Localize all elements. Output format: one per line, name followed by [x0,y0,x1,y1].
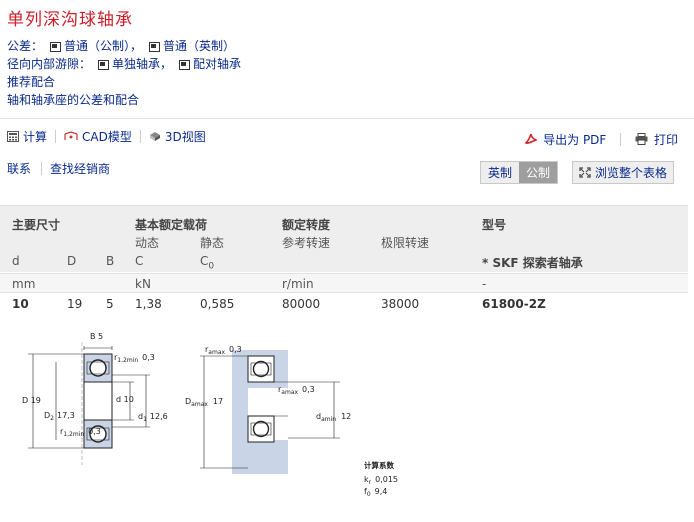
header-designation: 型号 [482,218,507,232]
units-row: mm kN r/min - [0,273,688,293]
cell-B: 5 [106,297,114,311]
print-label: 打印 [653,133,678,147]
spec-links: 公差：普通（公制），普通（英制） 径向内部游隙：单独轴承，配对轴承 推荐配合 轴… [7,37,241,109]
cell-limit-speed: 38000 [381,297,420,311]
table-header: 主要尺寸 基本额定载荷 额定转度 型号 动态 静态 参考转速 极限转速 d D … [0,205,688,272]
printer-icon [635,133,648,145]
expand-icon [579,167,591,178]
unit-rmin: r/min [282,277,314,291]
cell-ref-speed: 80000 [282,297,321,311]
separator [41,162,43,175]
view-3d-button[interactable]: 3D视图 [149,128,206,145]
unit-switch: 英制 公制 [480,161,559,184]
unit-mm: mm [12,277,36,291]
label-d: d 10 [116,395,134,404]
cell-C: 1,38 [135,297,162,311]
header-d: d [12,254,20,268]
tolerance-metric-link[interactable]: 普通（公制） [64,39,131,53]
header-dynamic: 动态 [135,236,160,250]
link-icon [97,60,110,70]
header-dims: 主要尺寸 [12,218,61,232]
link-icon [178,60,191,70]
export-pdf-button[interactable]: 导出为 PDF [525,133,610,147]
clearance-paired-link[interactable]: 配对轴承 [193,57,242,71]
calculator-icon [7,131,19,142]
header-C0: C0 [200,254,215,272]
cell-D: 19 [67,297,83,311]
header-speed: 额定转度 [282,218,331,232]
recommended-fits-link[interactable]: 推荐配合 [7,75,56,89]
unit-imperial-toggle[interactable]: 英制 [481,162,520,183]
mounting-section-right [200,350,340,474]
toolbar-separator [620,133,622,146]
cube-icon [149,132,160,141]
header-limit-speed: 极限转速 [381,236,430,250]
toolbar: 计算 CAD模型 3D视图 [7,128,214,145]
view-3d-label: 3D视图 [164,130,206,144]
cell-designation: 61800-2Z [482,297,546,311]
tolerance-row: 公差： 普通（公制）， 普通（英制） [7,37,241,55]
header-ref-speed: 参考转速 [282,236,331,250]
header-D: D [67,254,77,268]
shaft-housing-fits-link[interactable]: 轴和轴承座的公差和配合 [7,93,140,107]
unit-dash: - [482,277,487,291]
export-tools: 导出为 PDF 打印 [525,131,678,148]
calculate-button[interactable]: 计算 [7,128,47,145]
tolerance-sep: ， [130,39,143,53]
cad-icon [64,131,78,140]
link-icon [148,42,161,52]
label-D: D 19 [22,396,41,405]
cad-model-label: CAD模型 [82,130,132,144]
clearance-sep: ， [160,57,173,71]
page-title: 单列深沟球轴承 [7,10,133,30]
calculate-label: 计算 [23,130,48,144]
cad-model-button[interactable]: CAD模型 [64,128,132,145]
contact-links: 联系 查找经销商 [7,160,110,177]
link-icon [49,42,62,52]
toolbar-separator [139,130,141,143]
bearing-section-left [28,342,150,465]
header-B: B [106,254,115,268]
export-pdf-label: 导出为 PDF [543,133,607,147]
header-load: 基本额定载荷 [135,218,208,232]
print-button[interactable]: 打印 [631,133,678,147]
cell-C0: 0,585 [200,297,235,311]
label-B: B 5 [90,332,103,341]
browse-table-button[interactable]: 浏览整个表格 [572,161,675,184]
browse-table-label: 浏览整个表格 [595,166,668,180]
toolbar-separator [55,130,57,143]
cell-d: 10 [12,297,29,311]
clearance-row: 径向内部游隙： 单独轴承， 配对轴承 [7,55,241,73]
pdf-icon [525,133,538,144]
clearance-single-link[interactable]: 单独轴承 [112,57,161,71]
divider [0,118,694,119]
find-distributor-link[interactable]: 查找经销商 [50,162,111,176]
clearance-label: 径向内部游隙： [7,57,92,71]
tolerance-inch-link[interactable]: 普通（英制） [163,39,236,53]
header-static: 静态 [200,236,225,250]
tolerance-label: 公差： [7,39,44,53]
header-skf-explorer: * SKF 探索者轴承 [482,256,583,270]
contact-link[interactable]: 联系 [7,162,32,176]
calc-factors-title: 计算系数 [364,460,394,470]
header-C: C [135,254,144,268]
unit-kn: kN [135,277,151,291]
unit-metric-toggle[interactable]: 公制 [519,162,558,183]
